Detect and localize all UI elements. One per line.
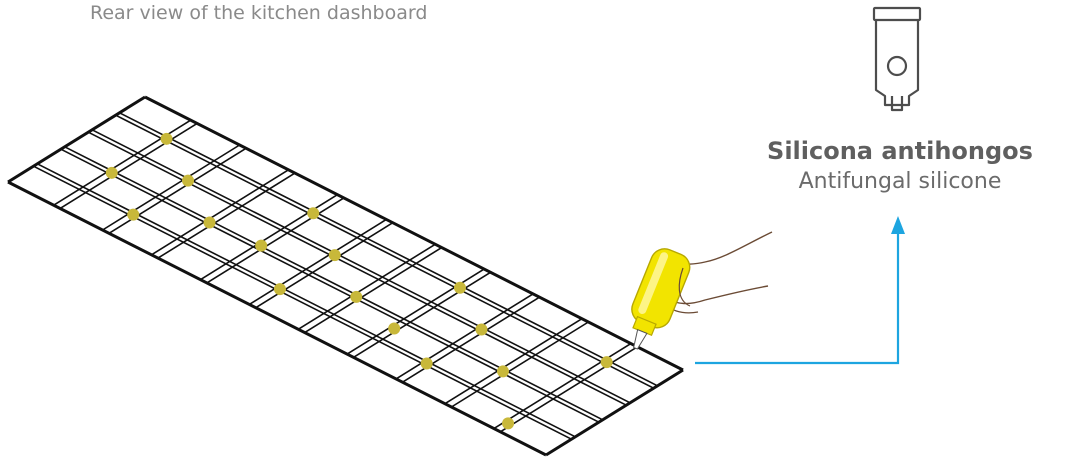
view-caption: Rear view of the kitchen dashboard <box>90 2 428 24</box>
product-name-english: Antifungal silicone <box>798 169 1002 194</box>
grid-line <box>402 296 540 383</box>
grid-edge <box>7 180 547 457</box>
grid-line <box>199 193 338 281</box>
flow-arrow-icon <box>695 232 900 365</box>
grid-line <box>450 321 589 408</box>
grid-line <box>346 268 485 355</box>
silicone-dot <box>273 283 286 296</box>
grid-line <box>297 243 436 330</box>
grid-line <box>119 112 658 387</box>
silicone-dot <box>307 207 320 220</box>
grid-line <box>157 172 296 259</box>
grid-edge <box>545 368 684 457</box>
grid-line <box>87 131 627 406</box>
silicone-tube-icon <box>872 6 922 112</box>
silicone-dot <box>350 290 363 303</box>
silicone-dot <box>502 417 515 430</box>
tile-grid <box>7 95 684 457</box>
silicone-dot <box>600 356 613 369</box>
silicone-dot <box>105 166 118 179</box>
grid-line <box>444 318 583 405</box>
grid-line <box>64 146 604 421</box>
silicone-dot <box>496 365 509 378</box>
grid-edge <box>144 95 684 372</box>
silicone-dot <box>388 322 401 335</box>
silicone-dot <box>328 249 341 262</box>
grid-line <box>108 147 247 234</box>
grid-line <box>102 144 241 231</box>
silicone-dot <box>160 132 173 145</box>
grid-line <box>36 163 576 438</box>
silicone-dot <box>255 239 268 252</box>
silicone-dot <box>182 174 195 187</box>
silicone-dot <box>420 357 433 370</box>
grid-line <box>353 271 492 359</box>
silicone-dots <box>105 132 613 430</box>
silicone-dot <box>203 216 216 229</box>
hand-with-bottle-icon <box>631 231 773 350</box>
grid-line <box>206 197 345 284</box>
grid-line <box>255 222 394 309</box>
product-name-spanish: Silicona antihongos <box>767 137 1033 165</box>
grid-line <box>115 114 655 389</box>
grid-edge <box>7 95 146 184</box>
grid-line <box>499 346 638 433</box>
grid-line <box>33 165 572 440</box>
grid-line <box>151 169 289 256</box>
grid-line <box>395 293 534 380</box>
grid-line <box>53 119 192 206</box>
arrowhead-icon <box>891 216 905 234</box>
grid-line <box>60 148 600 423</box>
grid-line <box>304 246 443 334</box>
grid-line <box>248 218 387 306</box>
grid-line <box>91 129 631 404</box>
silicone-dot <box>127 208 140 221</box>
silicone-dot <box>453 281 466 294</box>
silicone-dot <box>475 323 488 336</box>
grid-line <box>59 122 198 210</box>
